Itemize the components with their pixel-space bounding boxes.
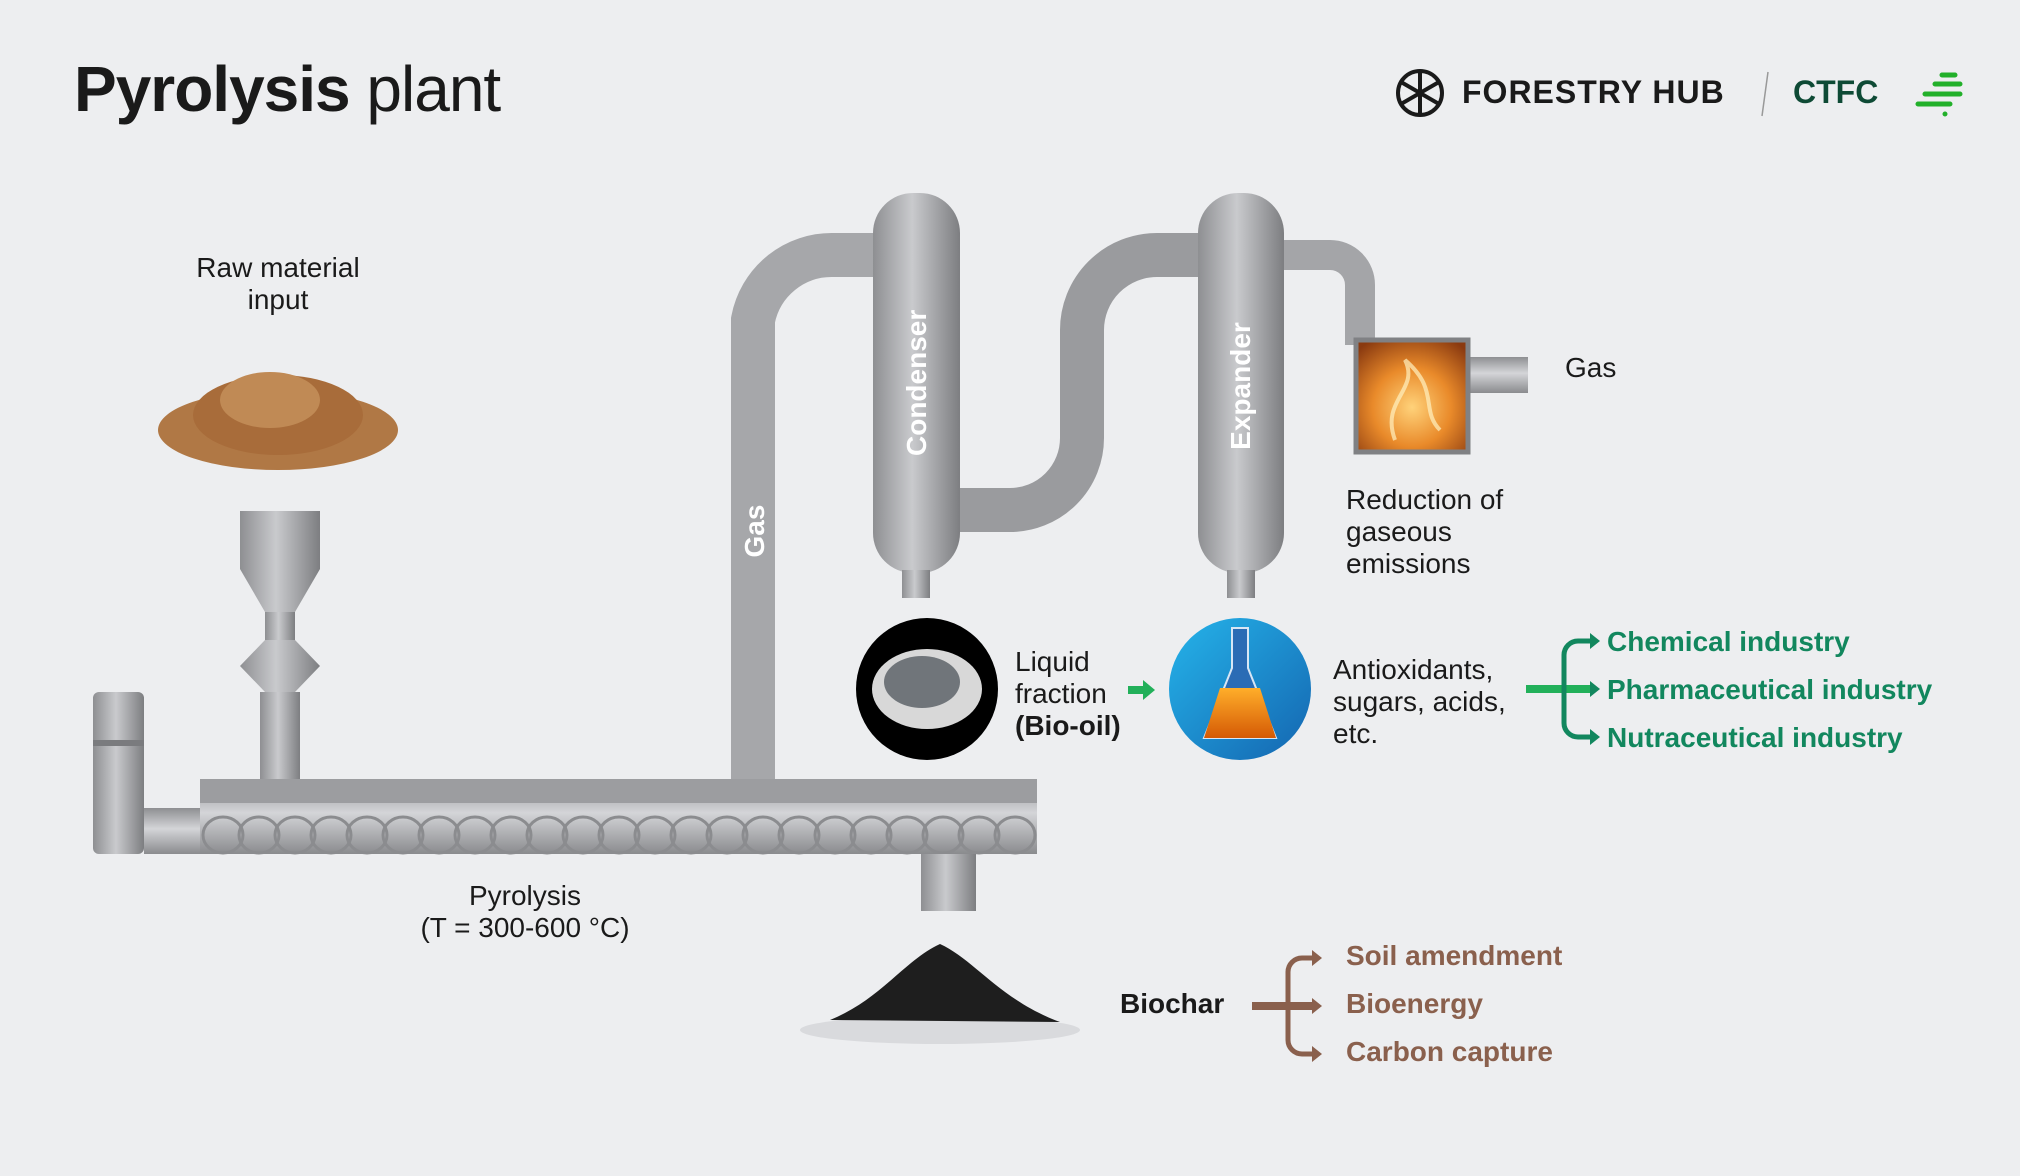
biochar-image — [800, 944, 1080, 1044]
screw-flight — [777, 815, 821, 855]
arrow-icon — [1312, 1046, 1322, 1062]
screw-flight — [417, 815, 461, 855]
screw-flight — [957, 815, 1001, 855]
biochar-label: Biochar — [1120, 988, 1225, 1019]
screw-flight — [453, 815, 497, 855]
antioxidants-label: Antioxidants, sugars, acids, etc. — [1333, 654, 1506, 749]
condenser-label: Condenser — [901, 309, 932, 456]
liquid-fraction-label: Liquid fraction(Bio-oil) — [1015, 646, 1121, 741]
bio-oil-image — [856, 618, 998, 760]
biochar-outlet — [921, 854, 976, 911]
arrow-icon — [1312, 950, 1322, 966]
biochar-bracket — [1252, 955, 1314, 1057]
fire-box — [1353, 337, 1471, 455]
biochar-use-carbon: Carbon capture — [1346, 1036, 1553, 1067]
pyrolysis-label: Pyrolysis(T = 300-600 °C) — [420, 880, 630, 943]
condenser-nozzle — [902, 570, 930, 598]
expander-nozzle — [1227, 570, 1255, 598]
screw-flight — [273, 815, 317, 855]
screw-flight — [813, 815, 857, 855]
flask-image — [1169, 618, 1311, 760]
u-pipe — [955, 233, 1205, 532]
biochar-use-bioenergy: Bioenergy — [1346, 988, 1483, 1019]
expander-label: Expander — [1225, 322, 1256, 450]
ctfc-logo-text: CTFC — [1793, 74, 1879, 110]
forestry-hub-logo-icon — [1396, 69, 1444, 117]
screw-flight — [669, 815, 713, 855]
expander-vessel — [1198, 193, 1284, 573]
screw-flight — [309, 815, 353, 855]
screw-flight — [633, 815, 677, 855]
exhaust-pipe — [1280, 240, 1375, 345]
arrow-icon — [1590, 729, 1600, 745]
hopper — [240, 511, 320, 780]
screw-flight — [561, 815, 605, 855]
screw-flight — [705, 815, 749, 855]
screw-flight — [201, 815, 245, 855]
biochar-use-soil: Soil amendment — [1346, 940, 1563, 971]
industry-bracket — [1526, 638, 1592, 740]
screw-spiral — [201, 815, 1037, 855]
arrow-icon — [1312, 998, 1322, 1014]
forestry-hub-logo-text: FORESTRY HUB — [1462, 74, 1725, 110]
ctfc-logo-icon — [1915, 72, 1963, 117]
industry-nutraceutical: Nutraceutical industry — [1607, 722, 1903, 753]
logo-divider — [1761, 71, 1769, 117]
condenser-vessel — [873, 193, 960, 573]
screw-flight — [921, 815, 965, 855]
page-title: Pyrolysis plant — [74, 53, 501, 125]
motor-end-cap — [93, 692, 200, 854]
screw-flight — [237, 815, 281, 855]
industry-pharmaceutical: Pharmaceutical industry — [1607, 674, 1933, 705]
arrow-icon — [1590, 681, 1600, 697]
screw-flight — [525, 815, 569, 855]
industry-chemical: Chemical industry — [1607, 626, 1850, 657]
gas-stub — [1465, 357, 1528, 393]
wood-chips-image — [158, 372, 398, 470]
screw-flight — [489, 815, 533, 855]
screw-flight — [849, 815, 893, 855]
gas-pipe-label: Gas — [739, 504, 770, 558]
screw-flight — [885, 815, 929, 855]
arrow-icon — [1590, 633, 1600, 649]
screw-flight — [381, 815, 425, 855]
emission-reduction-label: Reduction of gaseous emissions — [1346, 484, 1504, 579]
gas-output-label: Gas — [1565, 352, 1617, 383]
screw-flight — [741, 815, 785, 855]
gas-pipe — [731, 233, 880, 779]
raw-material-label: Raw material input — [196, 252, 360, 315]
screw-flight — [345, 815, 389, 855]
screw-flight — [597, 815, 641, 855]
screw-flight — [993, 815, 1037, 855]
